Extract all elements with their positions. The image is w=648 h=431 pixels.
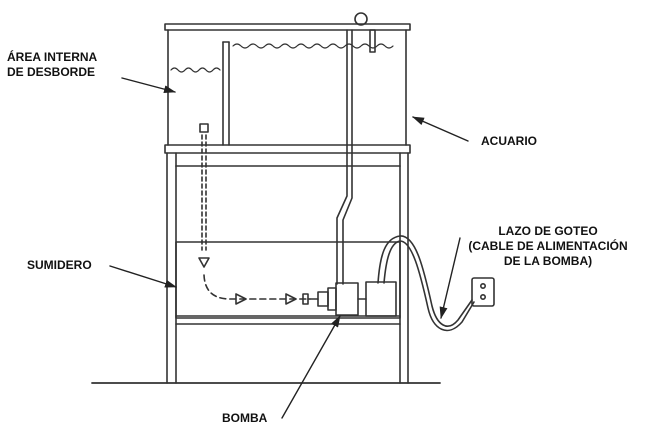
stand-top: [164, 144, 411, 154]
overflow-area-label: ÁREA INTERNA DE DESBORDE: [7, 50, 97, 80]
return-pipe: [336, 144, 353, 285]
aquarium-label: ACUARIO: [481, 134, 537, 148]
drip-loop-label-line3: DE LA BOMBA): [503, 254, 593, 268]
overflow-water-surface: [170, 67, 221, 73]
sump-leader: [109, 265, 177, 288]
power-cable: [377, 235, 475, 332]
return-pipe-top: [346, 12, 376, 146]
stand-legs: [166, 152, 409, 384]
aquarium-water-surface: [232, 43, 394, 49]
pump: [302, 281, 397, 317]
sump-label: SUMIDERO: [27, 258, 92, 272]
drip-loop-leader: [439, 237, 461, 319]
drip-loop-label-line1: LAZO DE GOTEO: [498, 224, 598, 238]
drip-loop-label: LAZO DE GOTEO (CABLE DE ALIMENTACIÓN DE …: [452, 224, 644, 269]
overflow-box: [170, 41, 230, 146]
wall-outlet: [471, 277, 495, 307]
overflow-area-label-line1: ÁREA INTERNA: [7, 50, 98, 64]
aquarium-tank: [164, 23, 411, 146]
pump-label: BOMBA: [222, 411, 268, 425]
pump-leader: [281, 315, 341, 419]
drip-loop-label-line2: (CABLE DE ALIMENTACIÓN: [468, 239, 628, 253]
flow-path: [198, 257, 311, 305]
overflow-area-label-line2: DE DESBORDE: [7, 65, 96, 79]
overflow-area-leader: [121, 77, 176, 94]
sump-tank: [175, 241, 401, 325]
aquarium-leader: [412, 116, 469, 142]
drain-pipe: [199, 123, 209, 251]
